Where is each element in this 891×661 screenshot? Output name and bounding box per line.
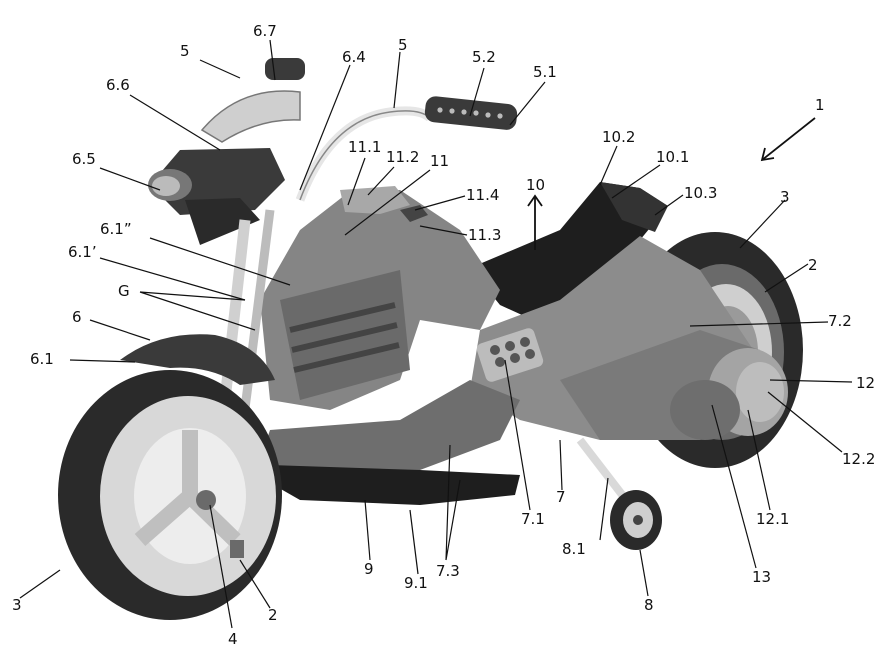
callout-g: G xyxy=(118,282,130,300)
callout-6-7: 6.7 xyxy=(253,22,277,40)
callout-12-2: 12.2 xyxy=(842,450,876,468)
callout-5-2: 5.2 xyxy=(472,48,496,66)
callout-3: 3 xyxy=(780,188,790,206)
callout-11-4: 11.4 xyxy=(466,186,500,204)
callout-5: 5 xyxy=(398,36,408,54)
callout-10-3: 10.3 xyxy=(684,184,718,202)
arrow-10-icon xyxy=(527,194,543,250)
training-wheel xyxy=(576,437,662,550)
callout-5-1: 5.1 xyxy=(533,63,557,81)
callout-10-1: 10.1 xyxy=(656,148,690,166)
callout-13: 13 xyxy=(752,568,772,586)
callout-10-2: 10.2 xyxy=(602,128,636,146)
leader-lines xyxy=(19,39,853,629)
front-wheel xyxy=(58,370,282,620)
callout-6: 6 xyxy=(72,308,82,326)
windscreen xyxy=(200,90,301,143)
rear-body xyxy=(470,236,788,440)
callout-2: 2 xyxy=(268,606,278,624)
callout-11: 11 xyxy=(430,152,450,170)
callout-4: 4 xyxy=(228,630,238,648)
callout-11-1: 11.1 xyxy=(348,138,382,156)
callout-6-4: 6.4 xyxy=(342,48,366,66)
callout-12: 12 xyxy=(856,374,876,392)
callout-6-1-prime: 6.1’ xyxy=(68,243,97,261)
callout-6-1-double-prime: 6.1” xyxy=(100,220,132,238)
callout-8: 8 xyxy=(644,596,654,614)
front-fender xyxy=(120,334,275,385)
callout-6-6: 6.6 xyxy=(106,76,130,94)
callout-10: 10 xyxy=(526,176,546,194)
callout-11-3: 11.3 xyxy=(468,226,502,244)
callout-7-3: 7.3 xyxy=(436,562,460,580)
arrow-1-icon xyxy=(760,117,816,162)
callout-12-1: 12.1 xyxy=(756,510,790,528)
footboard xyxy=(265,465,520,505)
callout-2: 2 xyxy=(808,256,818,274)
callout-3: 3 xyxy=(12,596,22,614)
callout-11-2: 11.2 xyxy=(386,148,420,166)
callout-5: 5 xyxy=(180,42,190,60)
headlight xyxy=(148,148,285,245)
callout-6-1: 6.1 xyxy=(30,350,54,368)
callout-6-5: 6.5 xyxy=(72,150,96,168)
tank xyxy=(260,186,500,410)
callout-7: 7 xyxy=(556,488,566,506)
callout-1: 1 xyxy=(815,96,825,114)
callout-7-1: 7.1 xyxy=(521,510,545,528)
callout-9: 9 xyxy=(364,560,374,578)
callout-9-1: 9.1 xyxy=(404,574,428,592)
callout-7-2: 7.2 xyxy=(828,312,852,330)
callout-8-1: 8.1 xyxy=(562,540,586,558)
engine xyxy=(260,328,544,480)
